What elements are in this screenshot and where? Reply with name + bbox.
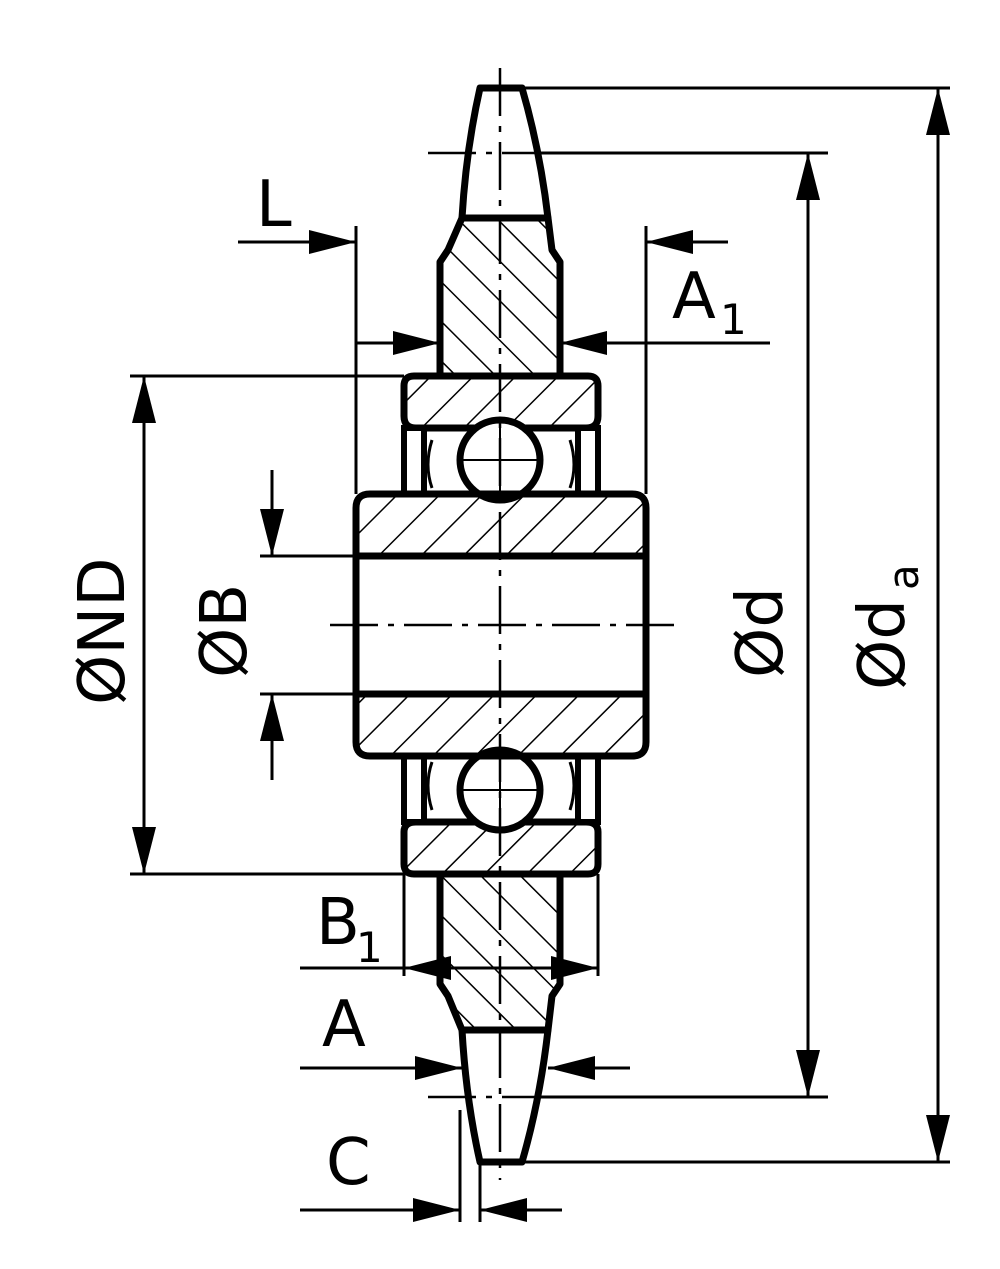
label-L: L bbox=[256, 168, 292, 242]
bearing-outer-ring-upper bbox=[400, 372, 602, 497]
dimension-lines bbox=[130, 86, 950, 1222]
label-B1-subscript: 1 bbox=[356, 923, 383, 972]
label-da: Ød bbox=[846, 599, 920, 690]
sprocket-lower bbox=[436, 870, 564, 1166]
label-da-subscript: a bbox=[879, 564, 928, 590]
label-C: C bbox=[326, 1126, 371, 1200]
dimension-labels: L A 1 ØND ØB Ød Ød a B 1 A C bbox=[66, 168, 928, 1200]
label-A1-subscript: 1 bbox=[720, 295, 747, 344]
label-B1: B bbox=[316, 886, 360, 960]
label-A: A bbox=[322, 988, 366, 1062]
center-lines bbox=[330, 68, 680, 1180]
label-A1: A bbox=[672, 260, 716, 334]
label-ND: ØND bbox=[66, 557, 140, 705]
label-d: Ød bbox=[724, 587, 798, 678]
tooth-lower bbox=[458, 1026, 552, 1166]
label-B: ØB bbox=[188, 584, 262, 678]
